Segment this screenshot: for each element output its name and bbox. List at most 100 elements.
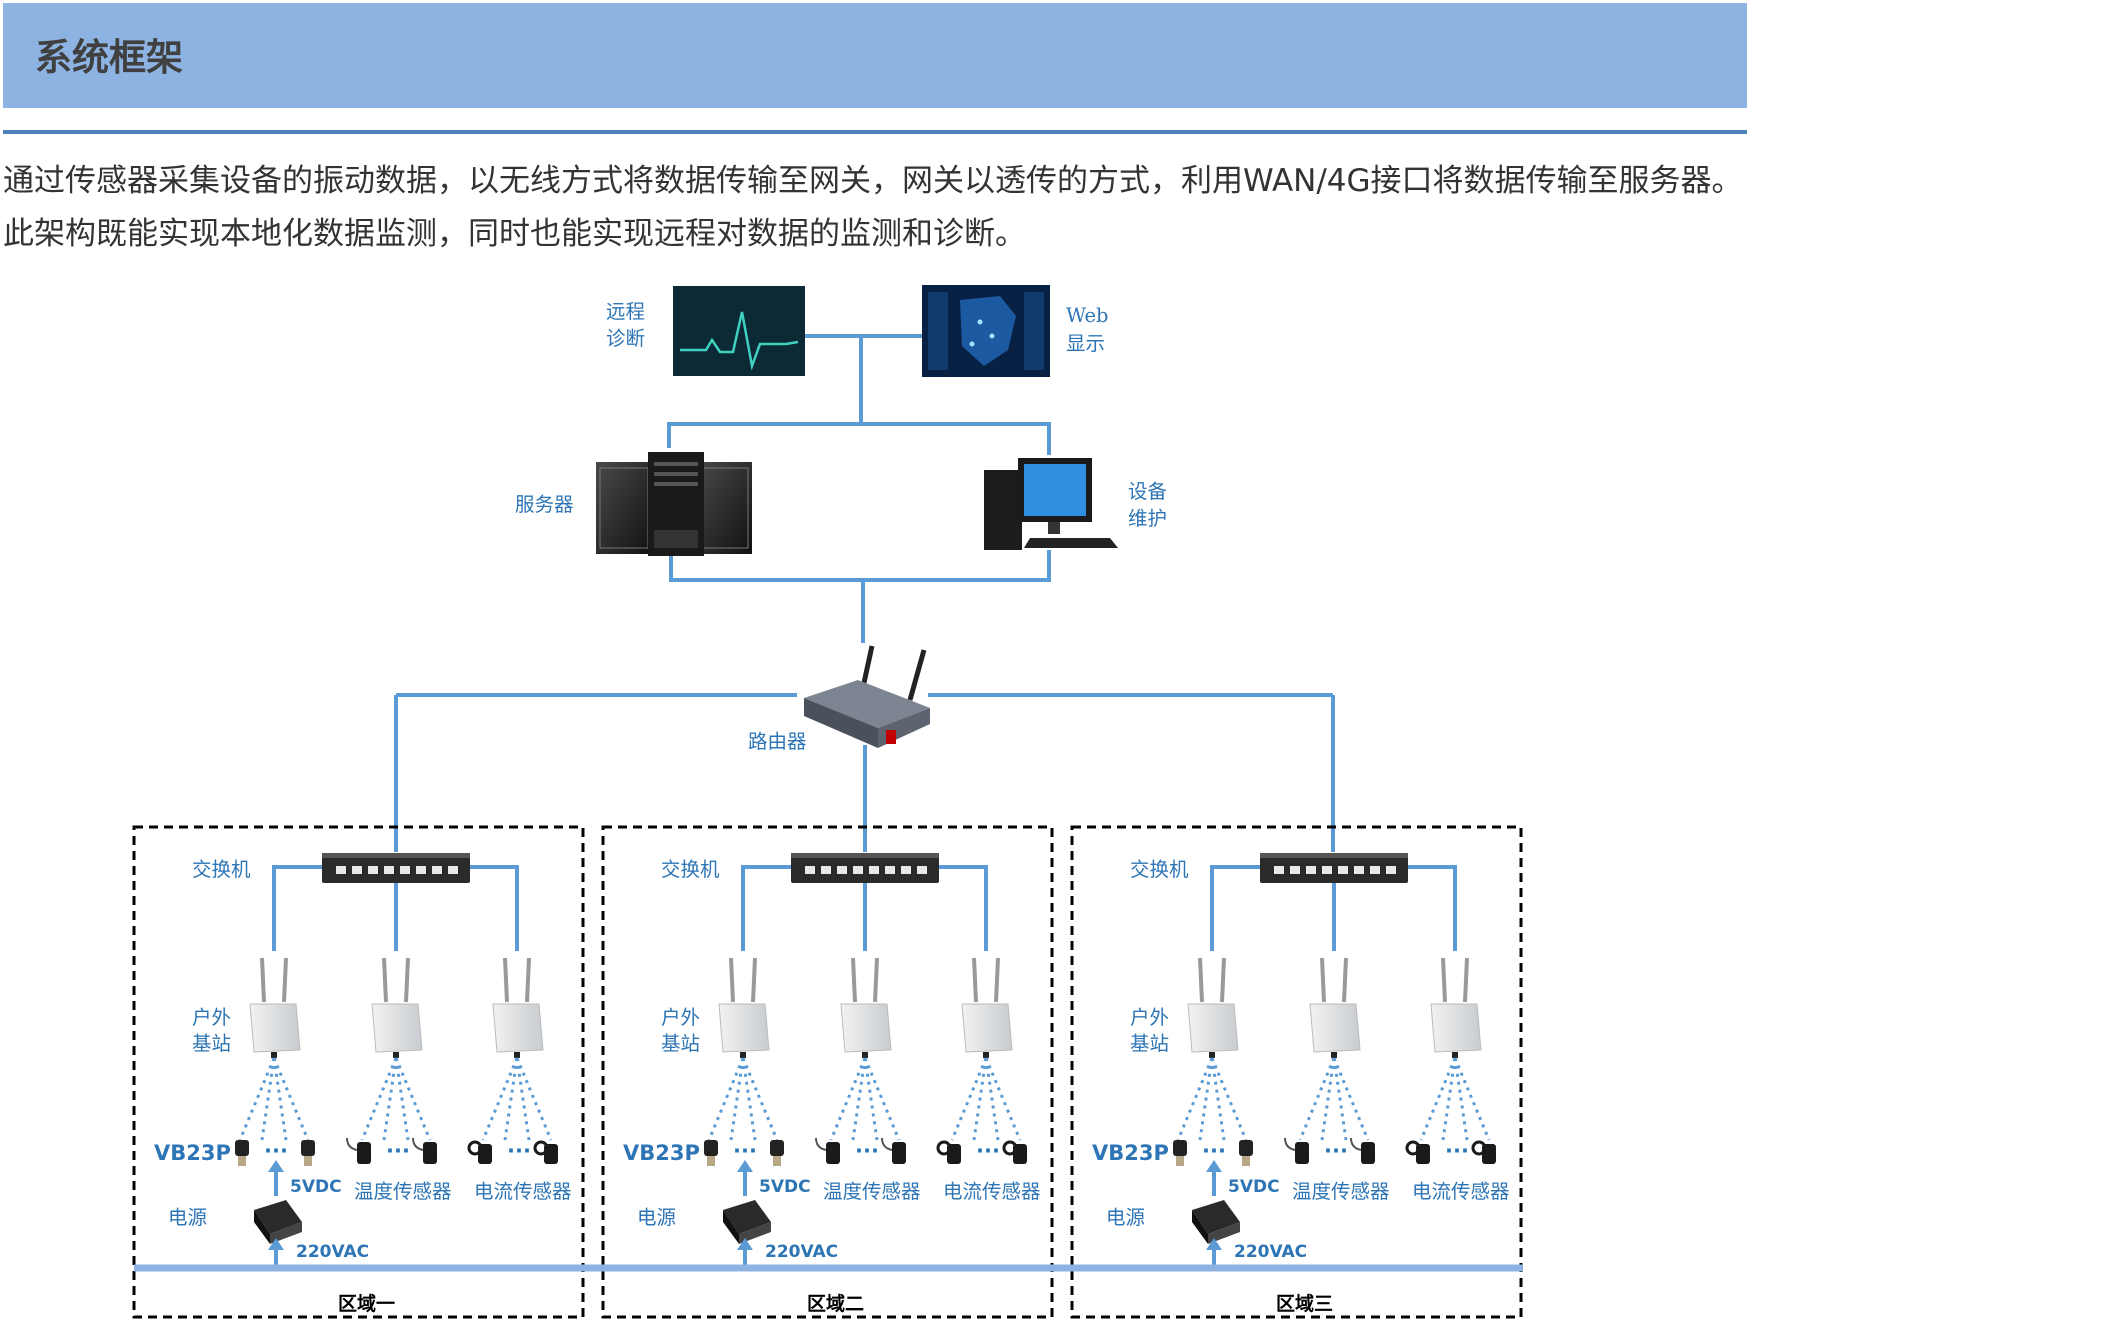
power-label: 电源 xyxy=(168,1206,207,1229)
wireless-link xyxy=(481,1057,519,1141)
wireless-link xyxy=(863,1057,879,1141)
intro-line-1: 通过传感器采集设备的振动数据，以无线方式将数据传输至网关，网关以透传的方式，利用… xyxy=(3,163,1743,199)
wireless-link xyxy=(260,1057,276,1141)
zone-frame xyxy=(1070,825,1523,1319)
wireless-link xyxy=(984,1057,1022,1141)
wireless-link xyxy=(1453,1057,1469,1141)
temperature-sensor-label: 温度传感器 xyxy=(823,1180,921,1203)
zones: 交换机·········户外基站VB23P温度传感器电流传感器5VDC电源220… xyxy=(132,825,1523,1319)
web-display-label-2: 显示 xyxy=(1066,332,1105,355)
ellipsis-label: ··· xyxy=(976,1139,1000,1163)
server-node: 服务器 xyxy=(515,452,752,556)
router-label: 路由器 xyxy=(748,730,807,753)
wireless-link xyxy=(272,1057,288,1141)
wireless-link xyxy=(272,1057,310,1141)
wireless-link xyxy=(1210,1057,1248,1141)
wireless-link xyxy=(238,1057,276,1141)
vb23p-sensor-label: VB23P xyxy=(154,1141,231,1165)
wireless-link xyxy=(741,1057,779,1141)
temperature-sensor-icon xyxy=(412,1137,437,1164)
power-supply-icon xyxy=(1192,1200,1240,1244)
current-sensor-icon xyxy=(533,1140,558,1164)
wireless-link xyxy=(829,1057,867,1141)
base-station-label-2: 基站 xyxy=(661,1032,700,1055)
vibration-sensor-icon xyxy=(301,1140,315,1166)
current-sensor-icon xyxy=(1002,1140,1027,1164)
switch-icon xyxy=(791,853,939,883)
temperature-sensor-icon xyxy=(1284,1137,1309,1164)
wireless-link xyxy=(394,1057,410,1141)
ac-label: 220VAC xyxy=(1234,1242,1307,1262)
wireless-link xyxy=(1332,1057,1370,1141)
switch-label: 交换机 xyxy=(661,858,720,881)
temperature-sensor-icon xyxy=(1350,1137,1375,1164)
current-sensor-icon xyxy=(1471,1140,1496,1164)
vibration-sensor-icon xyxy=(235,1140,249,1166)
maintenance-label-2: 维护 xyxy=(1128,507,1167,530)
server-label: 服务器 xyxy=(515,493,574,516)
zone-frame xyxy=(132,825,585,1319)
dc-label: 5VDC xyxy=(759,1177,811,1197)
zone-frame xyxy=(601,825,1054,1319)
wireless-link xyxy=(382,1057,398,1141)
base-station-icon xyxy=(1430,957,1482,1058)
vibration-sensor-icon xyxy=(1239,1140,1253,1166)
base-station-icon xyxy=(371,957,423,1058)
switch-label: 交换机 xyxy=(192,858,251,881)
switch-connector xyxy=(470,865,519,951)
ellipsis-label: ··· xyxy=(507,1139,531,1163)
wireless-link xyxy=(984,1057,1000,1141)
server-rack-icon xyxy=(596,452,752,556)
maintenance-node: 设备 维护 xyxy=(984,458,1167,550)
router-icon xyxy=(804,645,930,748)
power-supply-icon xyxy=(723,1200,771,1244)
ellipsis-label: ··· xyxy=(1202,1139,1226,1163)
zone-label: 区域二 xyxy=(807,1292,864,1315)
china-map-shape xyxy=(960,296,1016,366)
wireless-link xyxy=(1332,1057,1348,1141)
backbone-connectors xyxy=(394,334,1335,852)
base-station-label-1: 户外 xyxy=(192,1006,231,1029)
current-sensor-label: 电流传感器 xyxy=(474,1180,572,1203)
ellipsis-label: ··· xyxy=(855,1139,879,1163)
wireless-link xyxy=(707,1057,745,1141)
zone-2: 交换机·········户外基站VB23P温度传感器电流传感器5VDC电源220… xyxy=(601,825,1054,1319)
wireless-link xyxy=(1210,1057,1226,1141)
current-sensor-label: 电流传感器 xyxy=(943,1180,1041,1203)
wireless-link xyxy=(515,1057,553,1141)
switch-icon xyxy=(322,853,470,883)
zone-1: 交换机·········户外基站VB23P温度传感器电流传感器5VDC电源220… xyxy=(132,825,585,1319)
ac-label: 220VAC xyxy=(765,1242,838,1262)
section-title: 系统框架 xyxy=(35,36,183,79)
remote-diagnosis-label-2: 诊断 xyxy=(606,327,645,350)
switch-label: 交换机 xyxy=(1130,858,1189,881)
wireless-link xyxy=(515,1057,531,1141)
power-label: 电源 xyxy=(1106,1206,1145,1229)
wireless-link xyxy=(1298,1057,1336,1141)
router-node: 路由器 xyxy=(748,645,930,753)
wireless-link xyxy=(394,1057,432,1141)
wireless-link xyxy=(950,1057,988,1141)
vibration-sensor-icon xyxy=(1173,1140,1187,1166)
dc-label: 5VDC xyxy=(290,1177,342,1197)
base-station-icon xyxy=(249,957,301,1058)
base-station-icon xyxy=(840,957,892,1058)
wireless-link xyxy=(741,1057,757,1141)
wireless-link xyxy=(863,1057,901,1141)
zone-label: 区域三 xyxy=(1276,1292,1333,1315)
wireless-link xyxy=(503,1057,519,1141)
switch-connector xyxy=(272,865,322,951)
base-station-icon xyxy=(961,957,1013,1058)
wireless-link xyxy=(360,1057,398,1141)
dc-label: 5VDC xyxy=(1228,1177,1280,1197)
web-display-label-1: Web xyxy=(1066,304,1108,327)
base-station-icon xyxy=(1187,957,1239,1058)
web-display-node: Web 显示 xyxy=(922,285,1108,377)
temperature-sensor-icon xyxy=(815,1137,840,1164)
base-station-label-1: 户外 xyxy=(661,1006,700,1029)
wireless-link xyxy=(729,1057,745,1141)
wireless-link xyxy=(1441,1057,1457,1141)
temperature-sensor-icon xyxy=(881,1137,906,1164)
ellipsis-label: ··· xyxy=(733,1139,757,1163)
remote-diagnosis-label-1: 远程 xyxy=(606,300,645,323)
